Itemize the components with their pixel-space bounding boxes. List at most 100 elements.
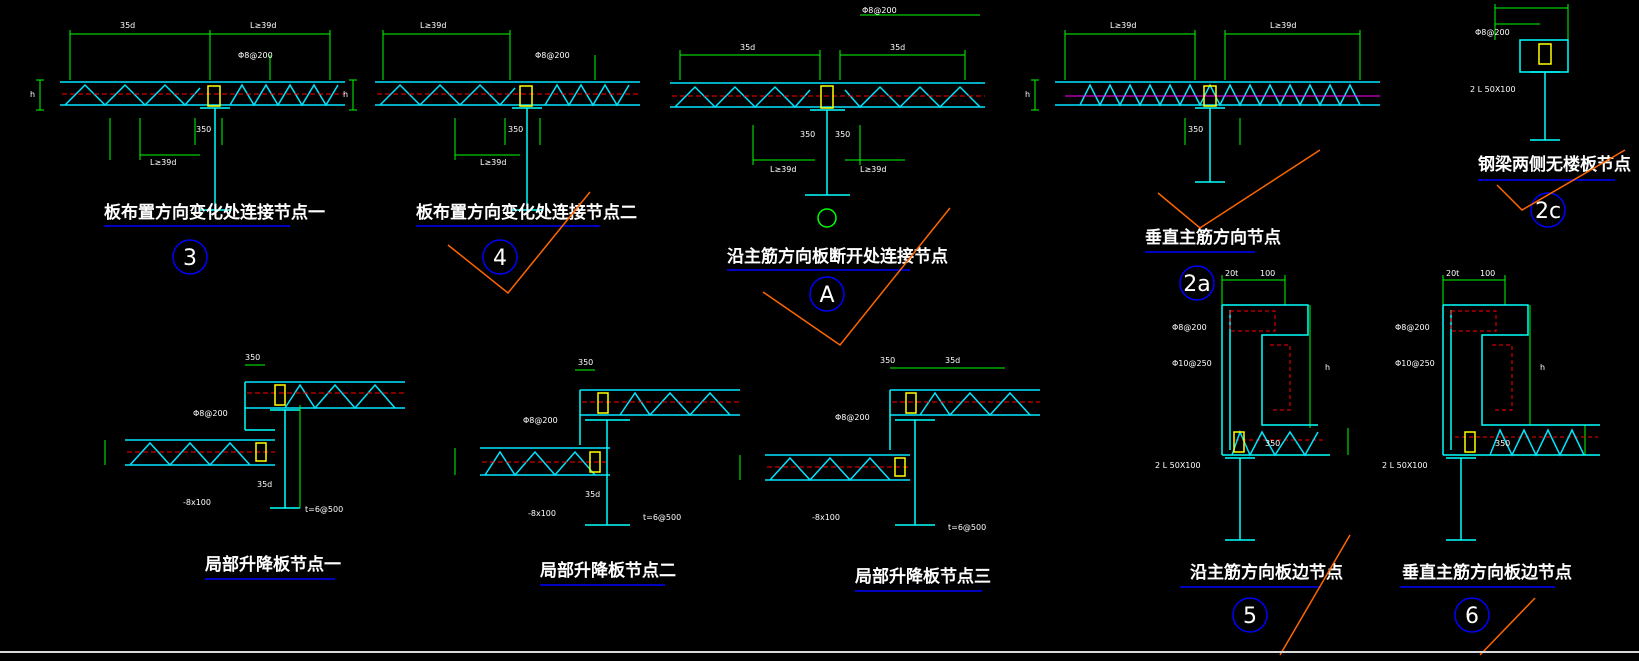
detail-2a: L≥39d L≥39d 350 h 垂直主筋方向节点 2a — [1025, 21, 1380, 301]
detail-step-3-slope: t=6@500 — [948, 523, 986, 532]
detail-4-dimensions — [349, 30, 596, 160]
detail-4-stud — [519, 85, 533, 107]
detail-6-edge-form — [1442, 304, 1600, 456]
detail-step-3-dimensions — [739, 367, 1005, 480]
detail-6-mark: 6 — [1465, 604, 1479, 629]
detail-2c-mark-circle — [1530, 192, 1566, 228]
detail-6: 20t 100 Φ8@200 Φ10@250 2 L 50X100 350 h … — [1382, 269, 1600, 656]
detail-5-stud — [1233, 431, 1245, 453]
detail-4-dim-h: h — [343, 90, 348, 99]
detail-2a-beam — [1195, 107, 1225, 183]
detail-3-mark-circle — [172, 239, 208, 275]
detail-5-mark-circle — [1232, 597, 1268, 633]
detail-4-bar: Φ8@200 — [535, 51, 570, 60]
detail-4-dim-ld2: L≥39d — [480, 158, 506, 167]
detail-6-rebar-note: Φ10@250 — [1395, 359, 1435, 368]
detail-3-dim-ld2: L≥39d — [150, 158, 176, 167]
detail-4-dim-ld: L≥39d — [420, 21, 446, 30]
detail-2a-dim-ld-right: L≥39d — [1270, 21, 1296, 30]
detail-2c-dimensions — [1494, 4, 1569, 40]
detail-step-2-dim-350: 350 — [578, 358, 593, 367]
detail-A-cut-line — [762, 207, 951, 347]
detail-step-2-stud-upper — [597, 392, 609, 414]
detail-6-beam — [1446, 457, 1476, 541]
detail-3-bar: Φ8@200 — [238, 51, 273, 60]
detail-step-3-dim-35d: 35d — [945, 356, 960, 365]
detail-5-title: 沿主筋方向板边节点 — [1190, 562, 1343, 583]
detail-step-1-plate: -8x100 — [183, 498, 211, 507]
detail-2c-concrete-box — [1519, 39, 1569, 73]
detail-3-dimensions — [36, 30, 331, 160]
detail-5-angle: 2 L 50X100 — [1155, 461, 1201, 470]
detail-A-deck — [670, 82, 985, 109]
detail-step-2-dim-35d: 35d — [585, 490, 600, 499]
detail-3-deck — [60, 81, 345, 107]
detail-step-1-dim-35d: 35d — [257, 480, 272, 489]
detail-step-1-dimensions — [104, 364, 301, 508]
detail-6-dim-h: h — [1540, 363, 1545, 372]
detail-A-dim-35d-left: 35d — [740, 43, 755, 52]
detail-2c-title: 钢梁两侧无楼板节点 — [1478, 154, 1631, 175]
detail-5-rebar-note: Φ10@250 — [1172, 359, 1212, 368]
detail-A-mark-circle — [809, 276, 845, 312]
detail-A-dim-35d-right: 35d — [890, 43, 905, 52]
detail-5-deck — [1231, 429, 1319, 457]
detail-A-dim-350-left: 350 — [800, 130, 815, 139]
detail-step-1-title: 局部升降板节点一 — [205, 554, 341, 575]
detail-2a-stud — [1203, 85, 1217, 107]
detail-step-3-bar: Φ8@200 — [835, 413, 870, 422]
detail-6-dim-350: 350 — [1495, 439, 1510, 448]
detail-3: 35d L≥39d Φ8@200 L≥39d 350 h 板布置方向变化处连接节… — [30, 21, 345, 275]
detail-A-dimensions — [679, 14, 980, 165]
detail-step-1: 350 Φ8@200 -8x100 t=6@500 35d 局部升降板节点一 — [104, 353, 405, 580]
detail-step-1-stud-lower — [255, 442, 267, 462]
detail-6-rebar — [1450, 310, 1598, 438]
detail-step-1-bar: Φ8@200 — [193, 409, 228, 418]
detail-3-title: 板布置方向变化处连接节点一 — [104, 202, 325, 223]
detail-3-dim-h: h — [30, 90, 35, 99]
detail-2c-cut-line — [1496, 149, 1626, 211]
detail-5-dim-100: 100 — [1260, 269, 1275, 278]
detail-A-bar: Φ8@200 — [862, 6, 897, 15]
detail-4-mark: 4 — [493, 246, 507, 271]
detail-step-2-lower-deck — [480, 447, 610, 477]
detail-5-cut-line — [1279, 534, 1351, 656]
detail-step-3-plate: -8x100 — [812, 513, 840, 522]
detail-A-mark: A — [819, 283, 834, 308]
detail-A-dim-350-right: 350 — [835, 130, 850, 139]
detail-A-dim-ld-left: L≥39d — [770, 165, 796, 174]
detail-step-2-slope: t=6@500 — [643, 513, 681, 522]
detail-A-beam — [805, 109, 850, 196]
detail-6-mark-circle — [1454, 597, 1490, 633]
detail-A-title: 沿主筋方向板断开处连接节点 — [727, 246, 948, 267]
detail-step-1-stud-upper — [274, 384, 286, 406]
detail-step-3-beam — [889, 390, 935, 526]
detail-6-dimensions — [1442, 275, 1586, 455]
detail-2a-dim-350: 350 — [1188, 125, 1203, 134]
detail-3-dim-350: 350 — [196, 125, 211, 134]
detail-2c-beam — [1530, 71, 1560, 141]
detail-6-bar: Φ8@200 — [1395, 323, 1430, 332]
drawing-border-bottom — [0, 651, 1639, 653]
detail-A: 35d 35d L≥39d L≥39d 350 350 Φ8@200 沿主筋方向… — [670, 6, 985, 347]
detail-5: 20t 100 Φ8@200 Φ10@250 2 L 50X100 350 h … — [1155, 269, 1351, 656]
detail-6-angle: 2 L 50X100 — [1382, 461, 1428, 470]
detail-4-beam — [512, 107, 542, 211]
detail-2c: 2 L 50X100 Φ8@200 钢梁两侧无楼板节点 2c — [1470, 4, 1631, 228]
detail-6-dim-20t: 20t — [1446, 269, 1459, 278]
detail-4-dim-350: 350 — [508, 125, 523, 134]
detail-step-1-beam — [244, 382, 300, 509]
detail-5-beam — [1225, 457, 1255, 541]
detail-step-1-dim-350: 350 — [245, 353, 260, 362]
detail-step-2-upper-deck — [580, 389, 740, 417]
detail-step-3-stud-lower — [894, 457, 906, 477]
detail-step-3-dim-350: 350 — [880, 356, 895, 365]
detail-2a-cut-line — [1157, 149, 1321, 229]
detail-5-bar: Φ8@200 — [1172, 323, 1207, 332]
detail-3-dim-35d: 35d — [120, 21, 135, 30]
detail-3-beam — [200, 107, 230, 211]
detail-2a-dim-ld-left: L≥39d — [1110, 21, 1136, 30]
detail-A-dim-ld-right: L≥39d — [860, 165, 886, 174]
detail-6-deck — [1489, 428, 1585, 457]
